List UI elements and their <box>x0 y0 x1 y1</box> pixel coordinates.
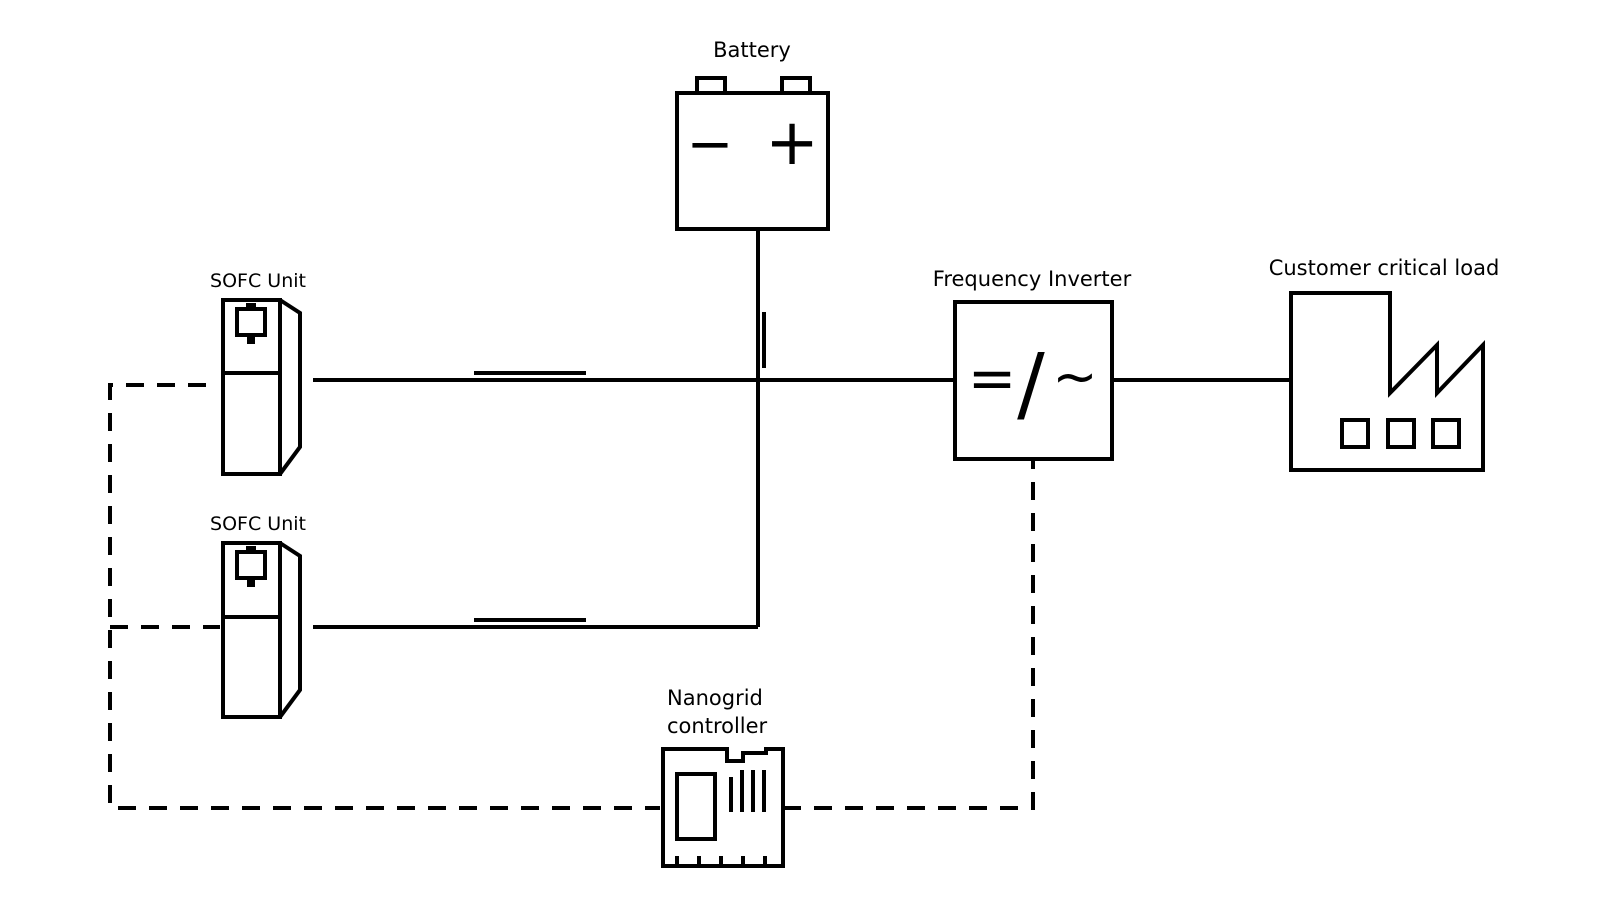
customer-load-label: Customer critical load <box>1269 256 1500 280</box>
inverter-dc-symbol: = <box>968 344 1017 412</box>
sofc-unit-bottom-label: SOFC Unit <box>210 513 306 535</box>
controller-board-icon <box>661 747 785 868</box>
dc-ac-inverter-icon <box>953 300 1114 461</box>
nanogrid-controller: Nanogrid controller <box>661 686 785 868</box>
fuel-cell-cabinet-icon <box>221 298 302 476</box>
battery: Battery − + <box>675 38 830 231</box>
frequency-inverter: Frequency Inverter = / ~ <box>933 267 1132 461</box>
sofc-unit-top-label: SOFC Unit <box>210 270 306 292</box>
sofc-unit-bottom: SOFC Unit <box>210 513 306 719</box>
inverter-slash-symbol: / <box>1017 337 1045 432</box>
battery-plus-symbol: + <box>765 106 819 180</box>
customer-critical-load: Customer critical load <box>1269 256 1500 472</box>
communication-lines <box>108 383 1035 810</box>
battery-minus-symbol: − <box>687 112 734 177</box>
nanogrid-label-line1: Nanogrid <box>667 686 763 710</box>
factory-icon <box>1289 291 1485 472</box>
fuel-cell-cabinet-icon <box>221 541 302 719</box>
power-lines <box>313 229 1292 629</box>
comm-line-controller-inverter <box>783 461 1035 810</box>
inverter-ac-symbol: ~ <box>1052 345 1097 408</box>
battery-icon <box>675 76 830 231</box>
sofc-unit-top: SOFC Unit <box>210 270 306 476</box>
frequency-inverter-label: Frequency Inverter <box>933 267 1132 291</box>
battery-label: Battery <box>713 38 791 62</box>
comm-line-sofc-loop <box>108 383 660 810</box>
nanogrid-label-line2: controller <box>667 714 768 738</box>
